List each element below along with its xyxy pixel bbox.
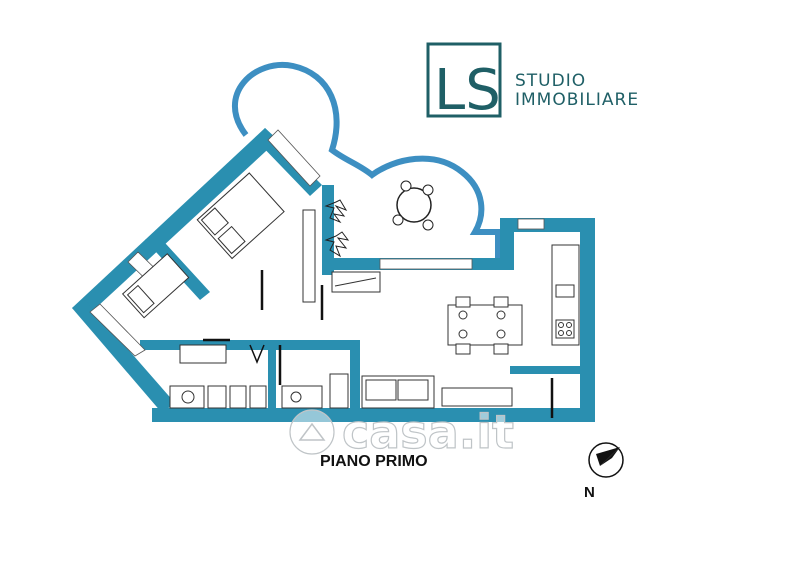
logo-mark: LS [434,58,501,123]
kitchen-counter [551,244,580,346]
sideboard [441,387,513,407]
watermark-text: casa.it [342,405,514,459]
floor-label: PIANO PRIMO [320,453,428,470]
tv-cabinet [331,271,381,293]
terrace-table [392,180,434,231]
wardrobe [302,209,316,303]
bathroom-fixtures [169,344,349,409]
logo-frame [426,42,502,118]
door-lines [203,270,554,418]
sofa [361,375,435,409]
studio-logo: LS STUDIO IMMOBILIARE [426,42,639,123]
terrace-outline [231,61,501,268]
dining-table [447,296,523,355]
logo-name-line2: IMMOBILIARE [515,90,639,110]
north-label: N [584,484,595,501]
north-compass: N [584,442,624,501]
plants [324,199,350,258]
watermark: casa.it [289,404,515,460]
logo-name-line1: STUDIO [515,71,586,91]
single-bed [121,253,190,319]
double-bed [196,172,285,260]
